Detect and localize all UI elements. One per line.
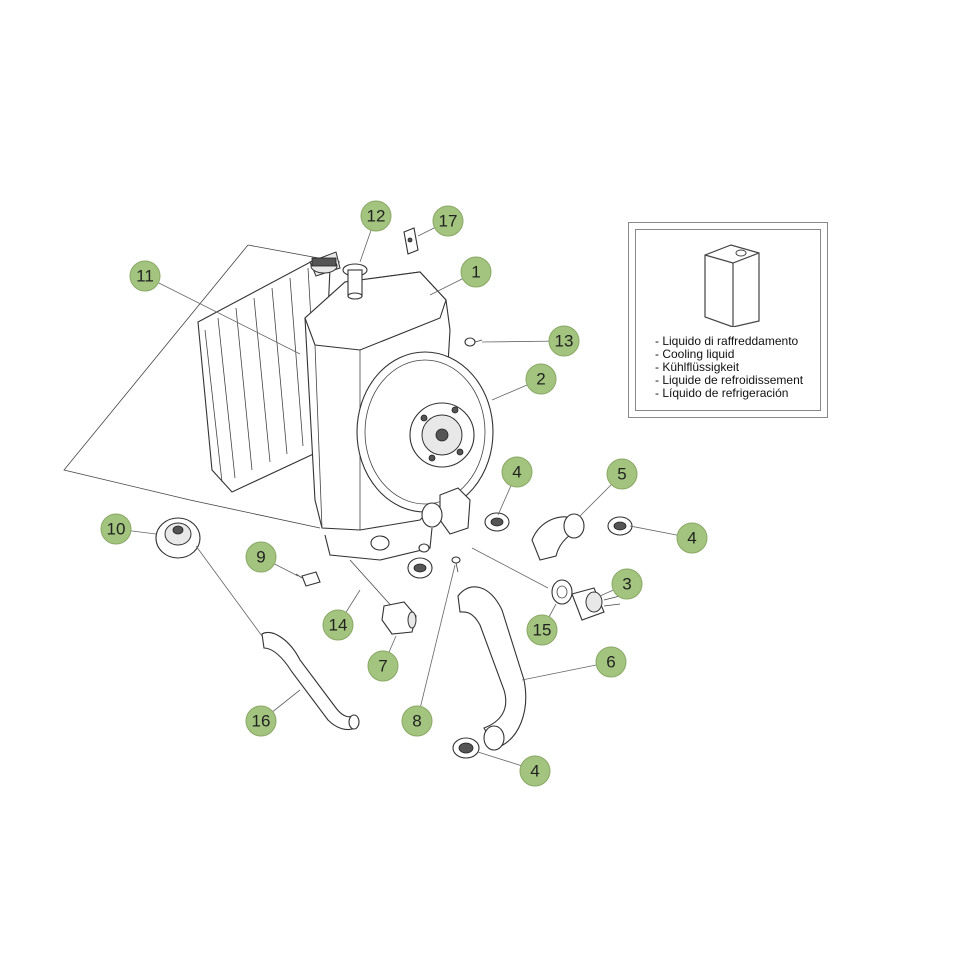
callout-3: 3 — [611, 568, 643, 600]
hose-clamp-a — [484, 512, 510, 532]
coolant-legend-box: - Liquido di raffreddamento - Cooling li… — [628, 222, 828, 418]
legend-line-german: - Kühlflüssigkeit — [655, 360, 740, 374]
svg-text:2: 2 — [536, 370, 545, 389]
callout-4-b: 4 — [676, 522, 708, 554]
washer — [551, 579, 573, 605]
svg-text:16: 16 — [252, 712, 271, 731]
fan-outlet — [421, 502, 443, 528]
svg-text:5: 5 — [617, 465, 626, 484]
svg-text:9: 9 — [256, 548, 265, 567]
hose-clamp-d — [452, 737, 480, 759]
legend-inner-frame — [635, 229, 821, 411]
callout-17: 17 — [432, 205, 464, 237]
callout-5: 5 — [606, 458, 638, 490]
hose-clamp-c — [407, 557, 433, 579]
svg-text:12: 12 — [367, 207, 386, 226]
callout-2: 2 — [525, 363, 557, 395]
callout-10: 10 — [100, 513, 132, 545]
callout-9: 9 — [245, 541, 277, 573]
screw-13 — [464, 337, 483, 347]
callout-4-a: 4 — [501, 456, 533, 488]
svg-text:4: 4 — [687, 529, 696, 548]
svg-text:4: 4 — [530, 762, 539, 781]
svg-text:15: 15 — [533, 621, 552, 640]
svg-text:7: 7 — [378, 657, 387, 676]
radiator-cap — [310, 257, 338, 274]
callout-4-c: 4 — [519, 755, 551, 787]
callout-8: 8 — [401, 705, 433, 737]
callout-12: 12 — [360, 200, 392, 232]
legend-text-list: - Liquido di raffreddamento - Cooling li… — [655, 335, 803, 400]
svg-text:6: 6 — [606, 653, 615, 672]
bracket-clip — [403, 227, 419, 255]
callout-13: 13 — [548, 325, 580, 357]
callout-14: 14 — [322, 609, 354, 641]
callout-7: 7 — [367, 650, 399, 682]
callout-16: 16 — [245, 705, 277, 737]
callout-6: 6 — [595, 646, 627, 678]
svg-text:11: 11 — [136, 267, 154, 286]
callout-1: 1 — [460, 256, 492, 288]
temperature-sensor — [571, 587, 621, 621]
svg-text:3: 3 — [622, 575, 631, 594]
callout-15: 15 — [526, 614, 558, 646]
hose-clamp-b — [607, 516, 633, 536]
svg-text:17: 17 — [439, 212, 458, 231]
legend-line-spanish: - Líquido de refrigeración — [655, 386, 789, 400]
svg-text:10: 10 — [107, 520, 126, 539]
rubber-mount — [381, 601, 417, 635]
svg-text:8: 8 — [412, 712, 421, 731]
coolant-container-icon — [704, 244, 760, 327]
legend-line-french: - Liquide de refroidissement — [655, 373, 804, 387]
long-hose — [457, 586, 527, 751]
screw-8 — [451, 556, 461, 573]
legend-line-italian: - Liquido di raffreddamento — [655, 334, 799, 348]
svg-text:14: 14 — [329, 616, 348, 635]
svg-text:4: 4 — [512, 463, 521, 482]
svg-text:1: 1 — [471, 263, 480, 282]
screw-9 — [295, 571, 321, 587]
filler-cap — [155, 517, 201, 559]
svg-text:13: 13 — [555, 332, 574, 351]
callout-11: 11 — [129, 260, 161, 292]
elbow-hose — [531, 513, 585, 561]
legend-line-english: - Cooling liquid — [655, 347, 735, 361]
o-ring — [418, 543, 430, 553]
small-hose — [261, 632, 360, 731]
cooling-fan — [356, 351, 494, 535]
callouts: 1 2 3 4 4 4 5 6 7 8 9 10 11 12 13 14 15 … — [100, 200, 708, 787]
